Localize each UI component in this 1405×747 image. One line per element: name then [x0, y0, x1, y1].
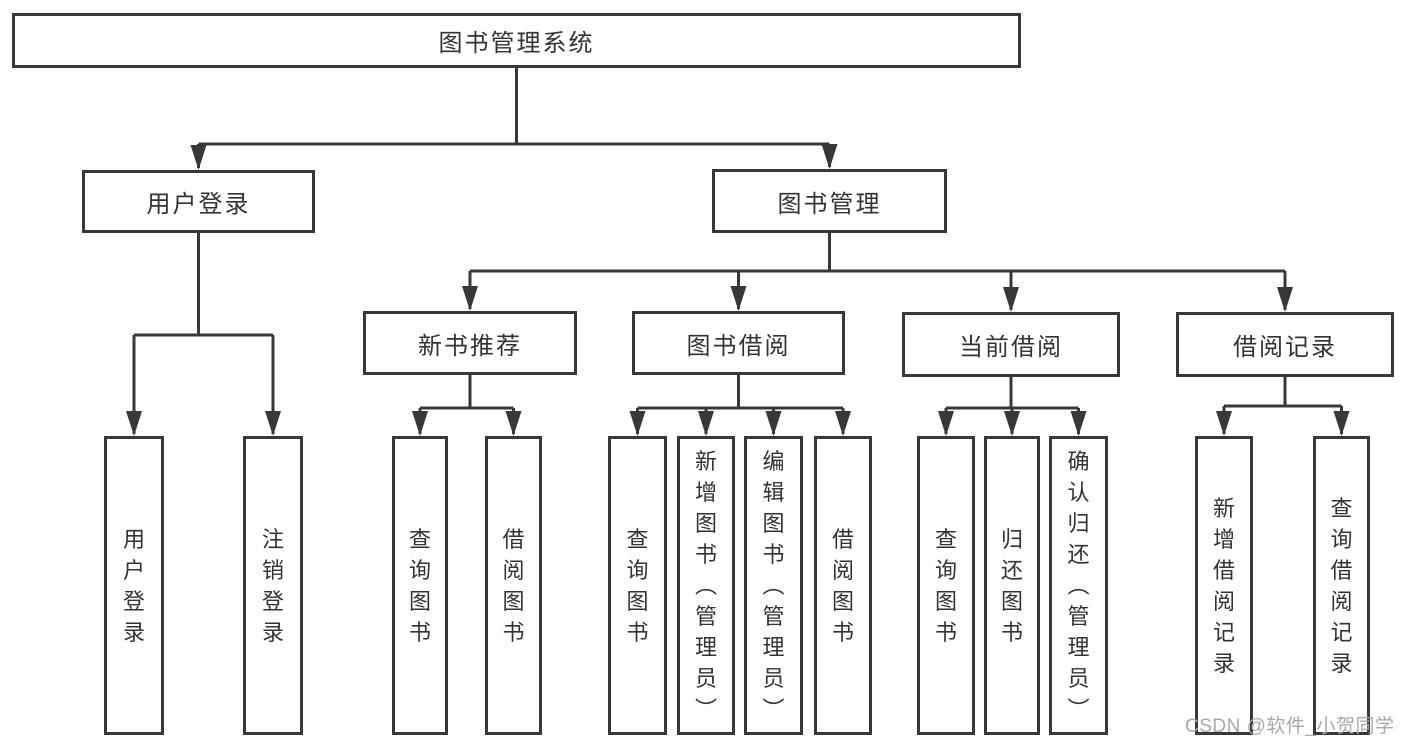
leaf-add-books-admin-label: 新 增 图 书 ︵ 管 理 员 ︶ — [694, 449, 717, 722]
leaf-user-login-label: 用 户 登 录 — [122, 526, 145, 645]
csdn-watermark: CSDN @软件_小贺同学 — [1185, 716, 1395, 737]
node-root-library-system: 图书管理系统 — [12, 13, 1021, 68]
leaf-add-borrow-record-label: 新 增 借 阅 记 录 — [1212, 495, 1235, 676]
node-borrow-records-label: 借阅记录 — [1233, 334, 1337, 361]
node-book-management: 图书管理 — [712, 169, 947, 233]
leaf-confirm-return-admin: 确 认 归 还 ︵ 管 理 员 ︶ — [1049, 436, 1108, 735]
node-book-borrow: 图书借阅 — [632, 311, 845, 375]
leaf-borrow-books-2-label: 借 阅 图 书 — [831, 526, 854, 645]
node-book-management-label: 图书管理 — [777, 190, 882, 218]
leaf-query-books-3: 查 询 图 书 — [917, 436, 975, 735]
leaf-borrow-books-2: 借 阅 图 书 — [814, 436, 872, 735]
leaf-return-books: 归 还 图 书 — [984, 436, 1040, 735]
leaf-query-books-2: 查 询 图 书 — [608, 436, 667, 735]
node-new-book-recommend-label: 新书推荐 — [418, 332, 522, 360]
arrowheads — [126, 144, 1350, 436]
leaf-borrow-books-1-label: 借 阅 图 书 — [502, 526, 525, 645]
node-root-label: 图书管理系统 — [438, 30, 595, 57]
node-current-borrow: 当前借阅 — [902, 312, 1120, 377]
leaf-edit-books-admin-label: 编 辑 图 书 ︵ 管 理 员 ︶ — [762, 449, 785, 722]
node-borrow-records: 借阅记录 — [1176, 312, 1394, 377]
leaf-add-books-admin: 新 增 图 书 ︵ 管 理 员 ︶ — [677, 436, 735, 735]
node-user-login-label: 用户登录 — [146, 191, 251, 218]
leaf-edit-books-admin: 编 辑 图 书 ︵ 管 理 员 ︶ — [744, 436, 803, 735]
leaf-query-borrow-record: 查 询 借 阅 记 录 — [1313, 436, 1370, 735]
node-current-borrow-label: 当前借阅 — [959, 334, 1063, 361]
leaf-query-books-3-label: 查 询 图 书 — [934, 526, 957, 645]
leaf-borrow-books-1: 借 阅 图 书 — [485, 436, 542, 735]
leaf-add-borrow-record: 新 增 借 阅 记 录 — [1195, 436, 1253, 735]
leaf-query-books-1: 查 询 图 书 — [392, 436, 448, 735]
leaf-logout: 注 销 登 录 — [243, 436, 303, 735]
leaf-query-books-2-label: 查 询 图 书 — [626, 526, 649, 645]
connector-strokes — [132, 67, 1343, 434]
leaf-logout-label: 注 销 登 录 — [261, 526, 284, 645]
node-user-login: 用户登录 — [82, 170, 315, 233]
leaf-confirm-return-admin-label: 确 认 归 还 ︵ 管 理 员 ︶ — [1067, 449, 1090, 722]
node-book-borrow-label: 图书借阅 — [686, 332, 791, 360]
leaf-query-books-1-label: 查 询 图 书 — [408, 526, 431, 645]
leaf-user-login: 用 户 登 录 — [104, 436, 164, 735]
leaf-query-borrow-record-label: 查 询 借 阅 记 录 — [1330, 495, 1353, 676]
leaf-return-books-label: 归 还 图 书 — [1000, 526, 1023, 645]
node-new-book-recommend: 新书推荐 — [363, 311, 577, 375]
